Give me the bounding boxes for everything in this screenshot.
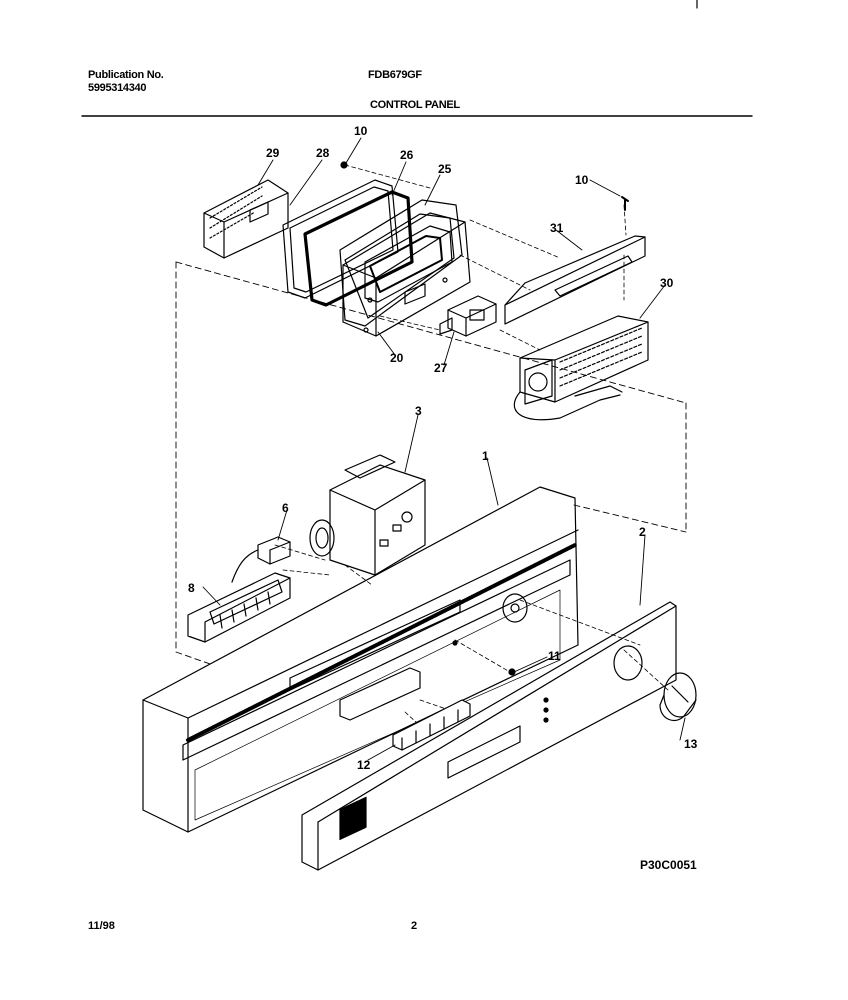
part-6-switch	[231, 536, 291, 583]
part-10-screw-a	[340, 161, 348, 169]
part-20-console-housing	[342, 212, 471, 337]
callout-13: 13	[684, 737, 698, 751]
callout-29: 29	[266, 146, 280, 160]
callout-27: 27	[434, 361, 448, 375]
callout-8: 8	[188, 581, 195, 595]
part-30-vent-assembly	[513, 315, 649, 421]
part-29-dispenser-module	[203, 179, 289, 259]
callout-20: 20	[390, 351, 404, 365]
callout-26: 26	[400, 148, 414, 162]
callout-25: 25	[438, 162, 452, 176]
assembly-envelope	[175, 261, 687, 665]
callout-11: 11	[548, 649, 561, 663]
publication-number: 5995314340	[88, 82, 147, 94]
part-10-screw-b	[621, 196, 629, 211]
part-31-bracket	[504, 235, 646, 325]
part-26-gasket-thick	[303, 190, 414, 307]
model-number: FDB679GF	[368, 69, 422, 81]
part-8-selector-switch	[187, 572, 291, 643]
callout-2: 2	[639, 525, 646, 539]
callout-28: 28	[316, 146, 330, 160]
callout-30: 30	[660, 276, 674, 290]
revision-date: 11/98	[88, 920, 115, 932]
page-number: 2	[411, 920, 418, 932]
callout-6: 6	[282, 501, 289, 515]
part-27-switch	[439, 295, 497, 337]
section-title: CONTROL PANEL	[370, 99, 460, 111]
callout-31: 31	[550, 221, 564, 235]
drawing-code: P30C0051	[640, 858, 697, 872]
callout-1: 1	[482, 449, 489, 463]
part-3-timer	[309, 454, 426, 576]
alignment-lines	[274, 164, 669, 736]
callout-12: 12	[357, 758, 371, 772]
part-25-frame	[339, 199, 463, 327]
part-13-knob	[659, 672, 697, 722]
part-2-panel-overlay	[301, 601, 677, 871]
callout-10-b: 10	[575, 173, 589, 187]
callout-10-a: 10	[354, 124, 368, 138]
callout-3: 3	[415, 404, 422, 418]
part-1-control-console	[142, 486, 579, 833]
publication-label: Publication No.	[88, 69, 164, 81]
leader-lines	[202, 137, 686, 761]
